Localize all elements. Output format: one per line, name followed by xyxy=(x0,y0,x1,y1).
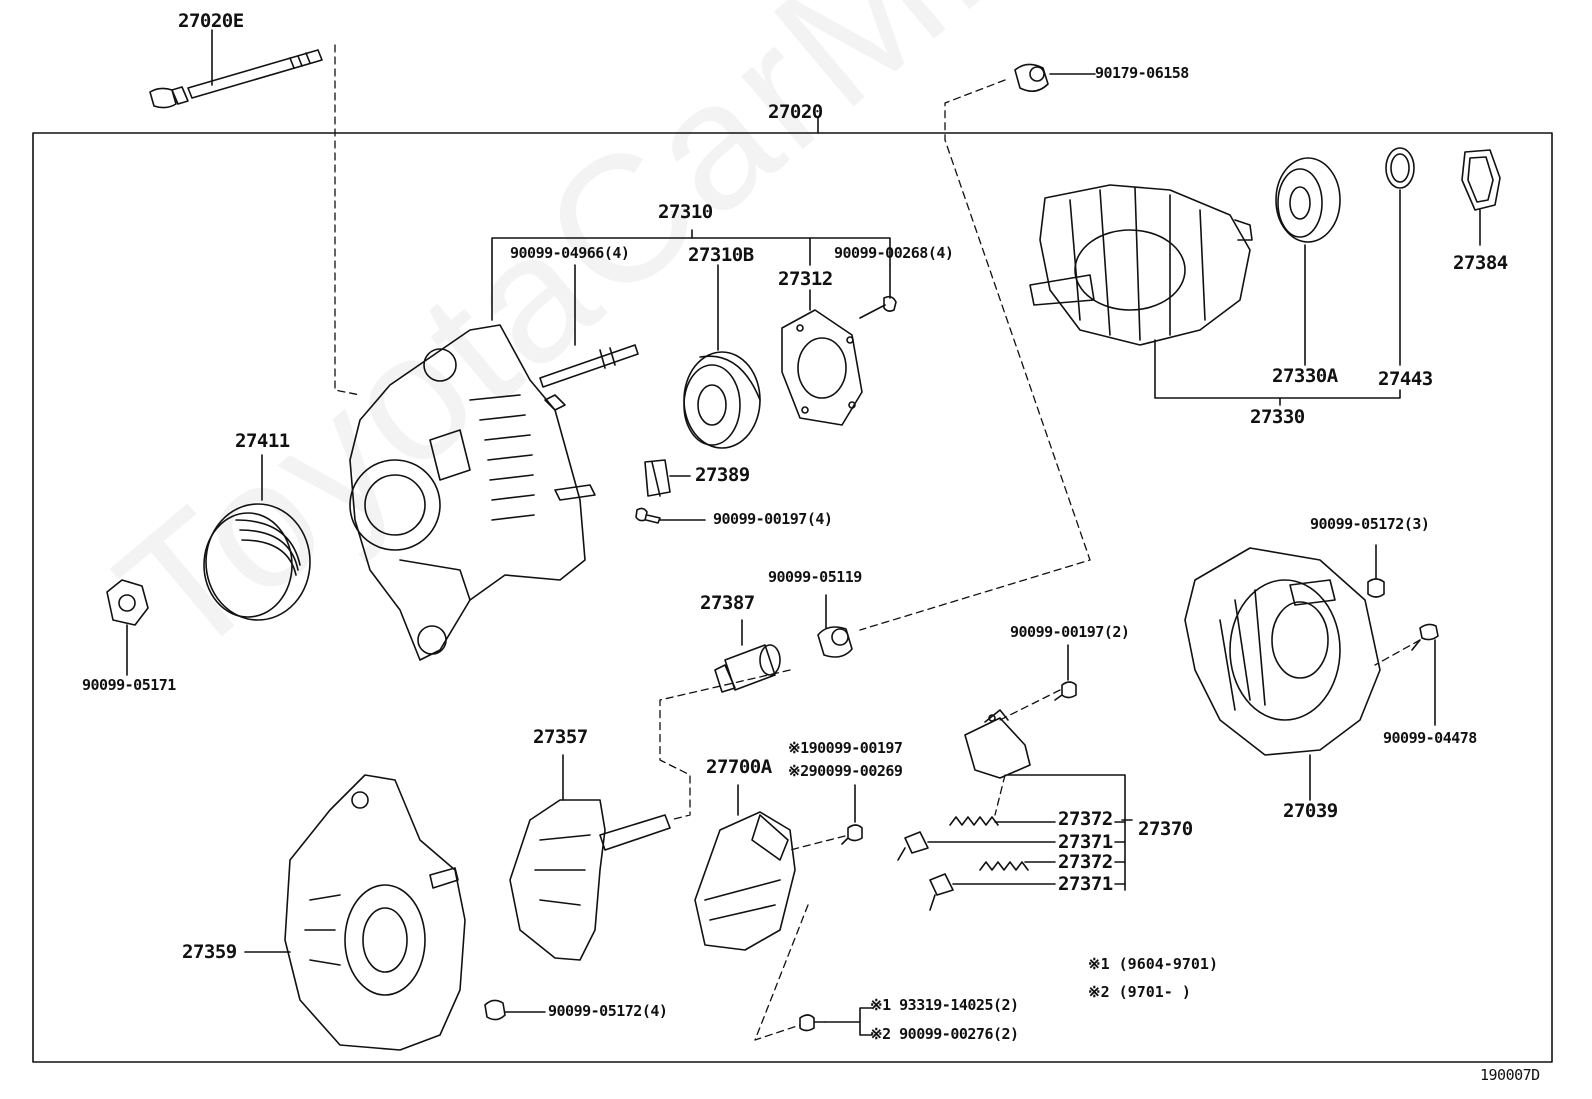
label-90099-00268: 90099-00268(4) xyxy=(834,244,954,262)
rotor-27330-icon xyxy=(1029,184,1253,346)
screw-90099-00197-2-icon xyxy=(1054,681,1077,701)
label-27371-a: 27371 xyxy=(1058,831,1113,853)
label-27411: 27411 xyxy=(235,430,290,452)
bearing-27330a-icon xyxy=(1275,157,1341,243)
cap-27387-icon xyxy=(714,619,781,693)
label-27443: 27443 xyxy=(1378,368,1433,390)
label-27372-b: 27372 xyxy=(1058,851,1113,873)
label-90099-04478: 90099-04478 xyxy=(1383,729,1477,747)
label-27312: 27312 xyxy=(778,268,833,290)
assembly-frame xyxy=(32,132,1553,1063)
label-90099-05171: 90099-05171 xyxy=(82,676,176,694)
label-note1-part: ※190099-00197 xyxy=(788,739,903,757)
label-90179-06158: 90179-06158 xyxy=(1095,64,1189,82)
pulley-27411-icon xyxy=(203,454,311,621)
bolt-90099-04966-icon xyxy=(539,344,639,388)
label-27700a: 27700A xyxy=(706,756,772,778)
bolt-27020e-icon xyxy=(149,29,323,109)
rectifier-end-frame-27039-icon xyxy=(1184,547,1381,801)
brush-27371b-icon xyxy=(929,873,954,911)
nut-90099-05171-icon xyxy=(106,579,149,676)
label-screw-2: ※2 90099-00276(2) xyxy=(870,1025,1019,1043)
cover-27389-icon xyxy=(644,459,671,497)
label-27330: 27330 xyxy=(1250,406,1305,428)
nut-90099-05172-3-icon xyxy=(1367,578,1385,598)
guide-lines xyxy=(334,44,1421,1041)
bolt-90099-04478-icon xyxy=(1411,623,1439,651)
label-27039: 27039 xyxy=(1283,800,1338,822)
rear-frame-27359-icon xyxy=(244,774,466,1051)
label-27357: 27357 xyxy=(533,726,588,748)
label-27387: 27387 xyxy=(700,592,755,614)
figure-code: 190007D xyxy=(1480,1066,1540,1084)
label-27359: 27359 xyxy=(182,941,237,963)
label-note2-part: ※290099-00269 xyxy=(788,762,903,780)
screw-90099-00268-icon xyxy=(859,295,897,319)
screw-93319-icon xyxy=(799,1014,826,1032)
spring-27372a-icon xyxy=(949,816,999,826)
nut-90099-05119-icon xyxy=(817,594,853,658)
screw-90099-00197-4-icon xyxy=(635,507,661,524)
cover-27384-icon xyxy=(1461,149,1501,246)
label-27310b: 27310B xyxy=(688,244,754,266)
note-1-period: ※1 (9604-9701) xyxy=(1088,955,1218,973)
label-90099-05119: 90099-05119 xyxy=(768,568,862,586)
brush-27371a-icon xyxy=(897,831,929,861)
bearing-27310b-icon xyxy=(683,351,761,449)
label-27389: 27389 xyxy=(695,464,750,486)
regulator-27700a-icon xyxy=(694,784,796,951)
nut-90099-05172-4-icon xyxy=(484,999,506,1021)
drive-end-frame-icon xyxy=(349,324,596,661)
label-27310: 27310 xyxy=(658,201,713,223)
label-27020: 27020 xyxy=(768,101,823,123)
label-90099-00197-4: 90099-00197(4) xyxy=(713,510,833,528)
brush-holder-27370-icon xyxy=(964,709,1133,891)
label-screw-1: ※1 93319-14025(2) xyxy=(870,996,1019,1014)
note-2-period: ※2 (9701- ) xyxy=(1088,983,1191,1001)
label-90099-05172-3: 90099-05172(3) xyxy=(1310,515,1430,533)
label-27371-b: 27371 xyxy=(1058,873,1113,895)
label-27372-a: 27372 xyxy=(1058,808,1113,830)
brush-holder-assy-27357-icon xyxy=(509,754,671,961)
label-90099-00197-2: 90099-00197(2) xyxy=(1010,623,1130,641)
screw-regulator-icon xyxy=(841,824,863,845)
label-27384: 27384 xyxy=(1453,252,1508,274)
nut-90179-06158-icon xyxy=(1014,63,1096,92)
spring-27372b-icon xyxy=(979,861,1029,871)
label-27330a: 27330A xyxy=(1272,365,1338,387)
retainer-plate-27312-icon xyxy=(781,309,863,426)
label-27020e: 27020E xyxy=(178,10,244,32)
label-27370: 27370 xyxy=(1138,818,1193,840)
label-90099-05172-4: 90099-05172(4) xyxy=(548,1002,668,1020)
ring-27443-icon xyxy=(1385,147,1415,189)
label-90099-04966: 90099-04966(4) xyxy=(510,244,630,262)
